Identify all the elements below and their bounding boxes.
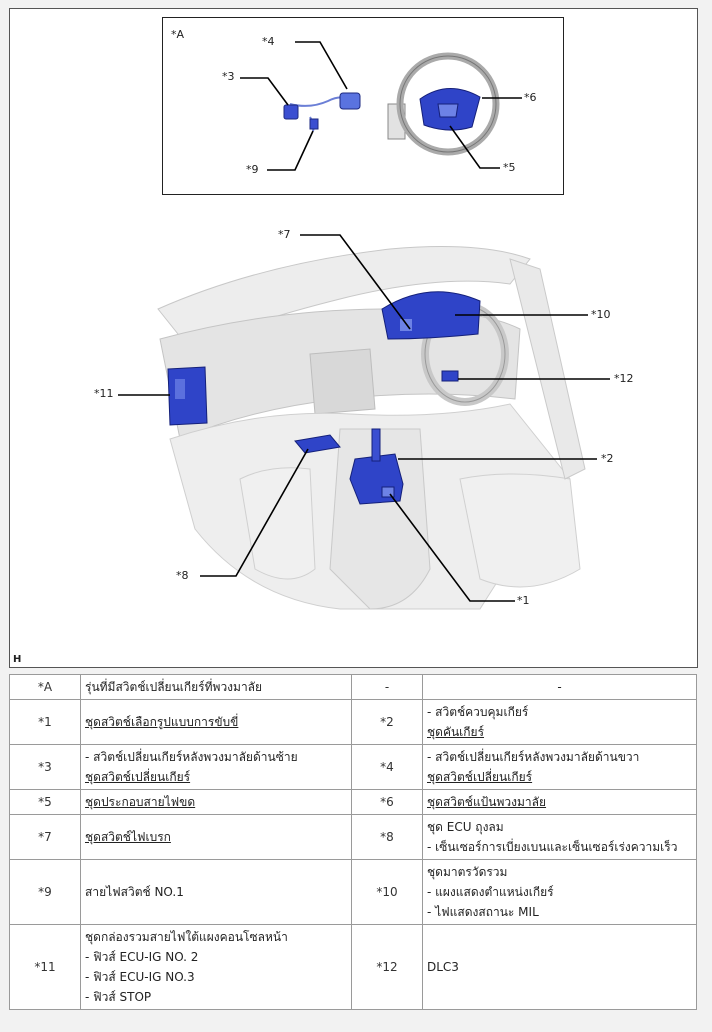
desc-line: - ฟิวส์ ECU-IG NO.3 <box>85 970 195 984</box>
callout-4: *4 <box>262 35 275 48</box>
code-cell: - <box>351 674 423 700</box>
part-link[interactable]: ชุดคันเกียร์ <box>427 725 485 739</box>
paddle-switch-harness-drawing <box>283 92 361 132</box>
desc-line: - เซ็นเซอร์การเบี่ยงเบนและเซ็นเซอร์เร่งค… <box>427 840 678 854</box>
code-cell: *12 <box>351 924 423 1010</box>
desc-line: - ฟิวส์ ECU-IG NO. 2 <box>85 950 199 964</box>
callout-10: *10 <box>591 308 611 321</box>
desc-line: - ฟิวส์ STOP <box>85 990 152 1004</box>
desc-cell: สายไฟสวิตช์ NO.1 <box>80 859 352 925</box>
code-cell: *9 <box>9 859 81 925</box>
part-link[interactable]: ชุดสวิตช์แป้นพวงมาลัย <box>427 795 547 809</box>
code-cell: *3 <box>9 744 81 790</box>
desc-cell: DLC3 <box>422 924 697 1010</box>
corner-label: H <box>13 654 22 665</box>
desc-line: - สวิตช์ควบคุมเกียร์ <box>427 705 529 719</box>
part-link[interactable]: ชุดสวิตช์เปลี่ยนเกียร์ <box>85 770 191 784</box>
table-row: *9 สายไฟสวิตช์ NO.1 *10 ชุดมาตรวัดรวม - แ… <box>9 859 697 925</box>
table-row: *A รุ่นที่มีสวิตช์เปลี่ยนเกียร์ที่พวงมาล… <box>9 674 697 700</box>
part-link[interactable]: ชุดประกอบสายไฟขด <box>85 795 196 809</box>
inset-label: *A <box>171 28 185 41</box>
code-cell: *1 <box>9 699 81 745</box>
code-cell: *4 <box>351 744 423 790</box>
callout-12: *12 <box>614 372 634 385</box>
callout-11: *11 <box>94 387 114 400</box>
part-link[interactable]: ชุดสวิตช์เลือกรูปแบบการขับขี่ <box>85 715 239 729</box>
table-row: *5 ชุดประกอบสายไฟขด *6 ชุดสวิตช์แป้นพวงม… <box>9 789 697 815</box>
callout-2: *2 <box>601 452 614 465</box>
code-cell: *2 <box>351 699 423 745</box>
callout-8: *8 <box>176 569 189 582</box>
callout-1: *1 <box>517 594 530 607</box>
desc-cell: รุ่นที่มีสวิตช์เปลี่ยนเกียร์ที่พวงมาลัย <box>80 674 352 700</box>
illustration <box>118 41 610 610</box>
desc-line: ชุด ECU ถุงลม <box>427 820 504 834</box>
parts-table: *A รุ่นที่มีสวิตช์เปลี่ยนเกียร์ที่พวงมาล… <box>9 674 697 1010</box>
table-row: *1 ชุดสวิตช์เลือกรูปแบบการขับขี่ *2 - สว… <box>9 699 697 745</box>
code-cell: *5 <box>9 789 81 815</box>
code-cell: *6 <box>351 789 423 815</box>
components-drawing <box>167 291 481 505</box>
code-cell: *8 <box>351 814 423 860</box>
code-cell: *10 <box>351 859 423 925</box>
part-link[interactable]: ชุดสวิตช์ไฟเบรก <box>85 830 171 844</box>
callout-7: *7 <box>278 228 291 241</box>
code-cell: *11 <box>9 924 81 1010</box>
callout-9: *9 <box>246 163 259 176</box>
figure-panel: *A <box>9 8 698 668</box>
callout-6: *6 <box>524 91 537 104</box>
dashboard-drawing <box>157 246 586 610</box>
desc-line: ชุดกล่องรวมสายไฟใต้แผงคอนโซลหน้า <box>85 930 288 944</box>
desc-line: ชุดมาตรวัดรวม <box>427 865 508 879</box>
steering-wheel-drawing <box>387 52 500 156</box>
table-row: *3 - สวิตช์เปลี่ยนเกียร์หลังพวงมาลัยด้าน… <box>9 744 697 790</box>
callout-3: *3 <box>222 70 235 83</box>
desc-cell: - <box>422 674 697 700</box>
table-row: *7 ชุดสวิตช์ไฟเบรก *8 ชุด ECU ถุงลม - เซ็… <box>9 814 697 860</box>
table-row: *11 ชุดกล่องรวมสายไฟใต้แผงคอนโซลหน้า - ฟิ… <box>9 924 697 1010</box>
code-cell: *7 <box>9 814 81 860</box>
desc-line: - สวิตช์เปลี่ยนเกียร์หลังพวงมาลัยด้านขวา <box>427 750 640 764</box>
code-cell: *A <box>9 674 81 700</box>
desc-line: - ไฟแสดงสถานะ MIL <box>427 905 539 919</box>
callout-5: *5 <box>503 161 516 174</box>
part-link[interactable]: ชุดสวิตช์เปลี่ยนเกียร์ <box>427 770 533 784</box>
desc-line: - แผงแสดงตำแหน่งเกียร์ <box>427 885 554 899</box>
desc-line: - สวิตช์เปลี่ยนเกียร์หลังพวงมาลัยด้านซ้า… <box>85 750 298 764</box>
